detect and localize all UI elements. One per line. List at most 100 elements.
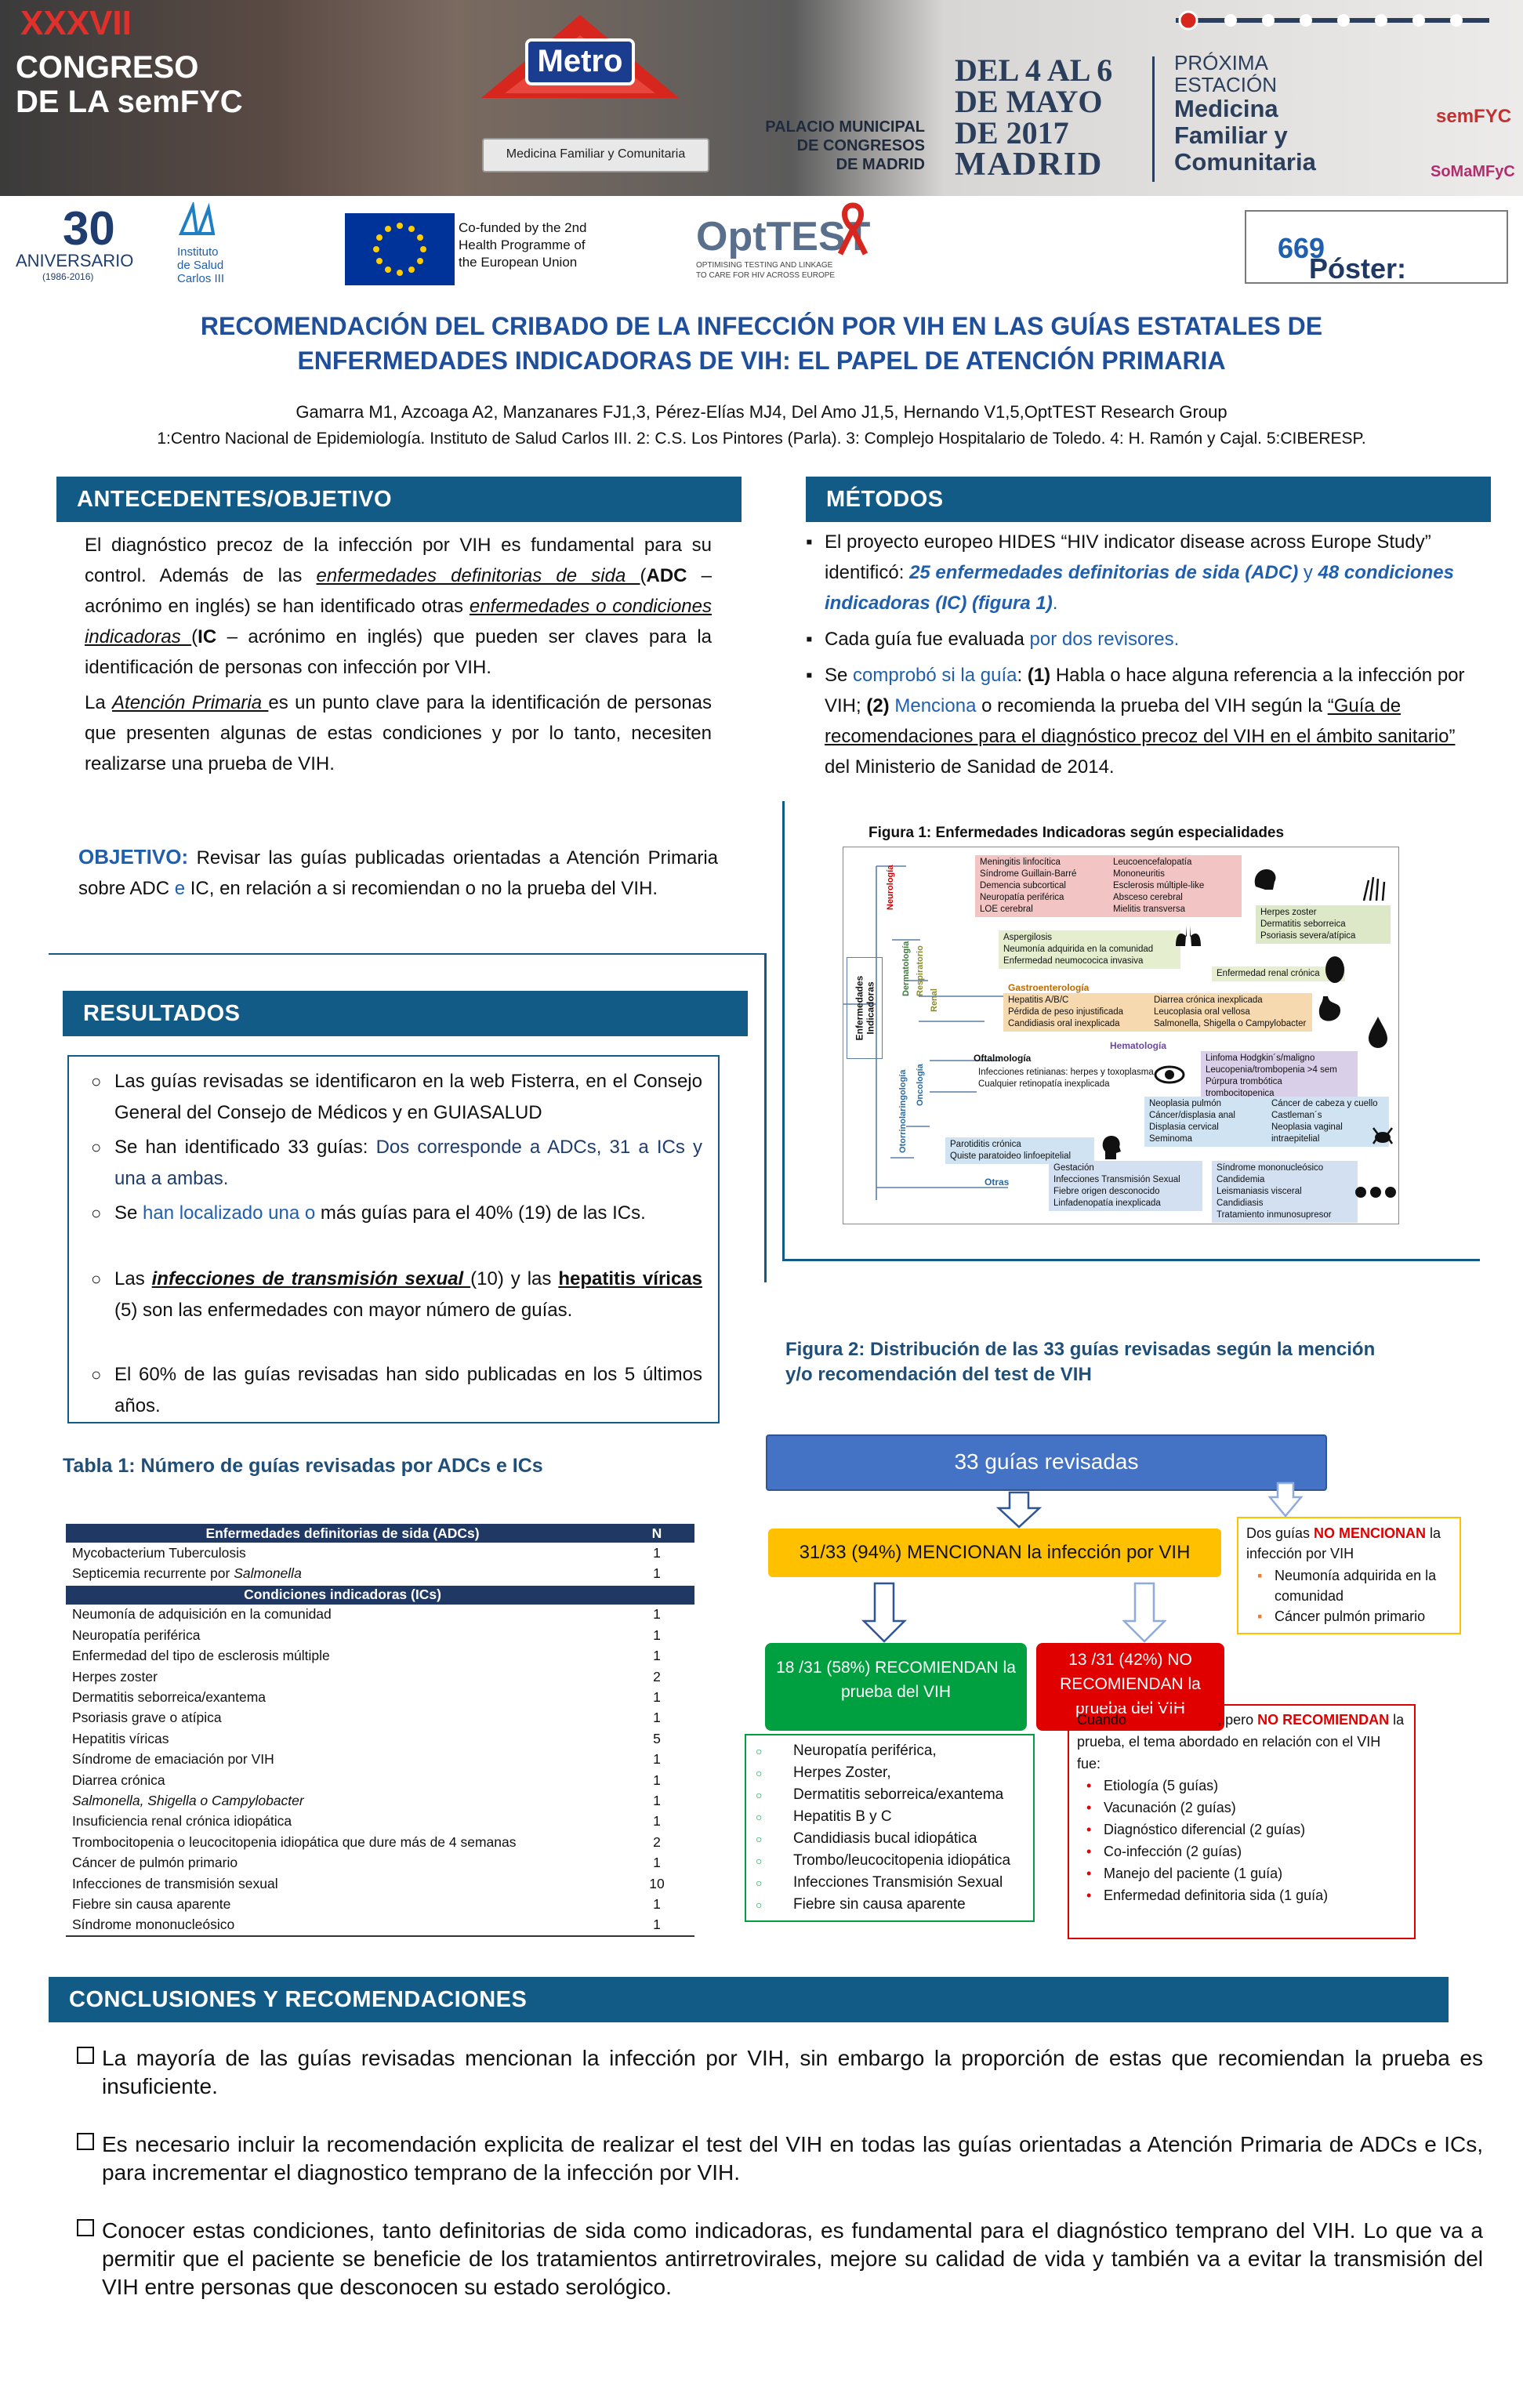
section-header-resultados: RESULTADOS (63, 991, 748, 1036)
metro-label: Metro (537, 44, 623, 78)
table-header-adc: Enfermedades definitorias de sida (ADCs)… (66, 1522, 694, 1543)
figure2-recomiendan-box: 18 /31 (58%) RECOMIENDAN la prueba del V… (765, 1643, 1027, 1731)
poster-number-box: Póster: 669 (1245, 210, 1508, 285)
metodo-item: ▪Se comprobó si la guía: (1) Habla o hac… (806, 665, 1465, 778)
frame-line-vertical (782, 801, 785, 1260)
figure2-recomiendan-list: ○Neuropatía periférica, ○Herpes Zoster, … (745, 1734, 1035, 1922)
resultado-item: ○Se han identificado 33 guías: Dos corre… (91, 1137, 702, 1189)
lungs-icon (1176, 926, 1201, 946)
head-icon (1102, 1136, 1121, 1159)
arrow-down-icon (1122, 1582, 1166, 1643)
oftal-list: Infecciones retinianas: herpes y toxopla… (978, 1068, 1154, 1089)
esp-renal: Renal (930, 988, 939, 1012)
esp-respiratorio: Respiratorio (916, 945, 925, 996)
esp-oftalmologia: Oftalmología (974, 1053, 1032, 1064)
esp-dermatologia: Dermatología (901, 941, 911, 996)
frame-line-vertical (764, 953, 767, 1282)
authors: Gamarra M1, Azcoaga A2, Manzanares FJ1,3… (296, 402, 1227, 422)
figure2-no-mencionan-box: Dos guías NO MENCIONAN la infección por … (1237, 1517, 1461, 1634)
congreso-line1: CONGRESO (16, 50, 199, 85)
resultado-item: ○El 60% de las guías revisadas han sido … (91, 1364, 702, 1416)
resultado-item: ○Las infecciones de transmisión sexual (… (91, 1268, 702, 1321)
brain-icon (1254, 869, 1276, 890)
objetivo-label: OBJETIVO: (78, 845, 189, 869)
figure2-no-recomiendan-box: 13 /31 (42%) NO RECOMIENDAN la prueba de… (1036, 1643, 1224, 1731)
poster-label: Póster: (1309, 252, 1407, 285)
figure1-caption: Figura 1: Enfermedades Indicadoras según… (868, 825, 1285, 841)
congreso-line2: DE LA semFYC (16, 85, 243, 119)
conclusion-item: Conocer estas condiciones, tanto definit… (77, 2217, 1483, 2301)
resultado-item: ○Las guías revisadas se identificaron en… (91, 1071, 702, 1123)
arrow-down-icon (861, 1582, 908, 1643)
figure2-mencionan-box: 31/33 (94%) MENCIONAN la infección por V… (768, 1529, 1221, 1577)
poster-number: 669 (1278, 232, 1325, 264)
poster-title: RECOMENDACIÓN DEL CRIBADO DE LA INFECCIÓ… (200, 312, 1323, 375)
isciii-icon (178, 200, 216, 235)
conclusion-item: La mayoría de las guías revisadas mencio… (77, 2044, 1483, 2101)
conclusion-item: Es necesario incluir la recomendación ex… (77, 2131, 1483, 2187)
figure2-total-box: 33 guías revisadas (766, 1434, 1327, 1491)
table-row: Enfermedad del tipo de esclerosis múltip… (72, 1648, 661, 1664)
red-ribbon-icon (837, 202, 868, 256)
arrow-down-icon (995, 1491, 1043, 1529)
crab-icon (1372, 1127, 1394, 1144)
frame-line (782, 1259, 1480, 1261)
resultado-item: ○Se han localizado una o más guías para … (91, 1202, 646, 1224)
checkbox-icon (77, 2047, 94, 2064)
figure2-caption: Figura 2: Distribución de las 33 guías r… (785, 1339, 1376, 1385)
hair-icon (1362, 876, 1386, 901)
affiliations: 1:Centro Nacional de Epidemiología. Inst… (157, 430, 1366, 448)
semfyc-logo: semFYC (1436, 106, 1512, 127)
metro-sign: Medicina Familiar y Comunitaria (482, 138, 709, 172)
more-dots-icon (1355, 1187, 1396, 1198)
metodo-item: ▪Cada guía fue evaluada por dos revisore… (806, 629, 1180, 650)
esp-orl: Otorrinolaringología (898, 1069, 908, 1153)
metro-logo-icon (481, 15, 679, 98)
somamfyc-logo: SoMaMFyC (1431, 163, 1515, 180)
antecedentes-text: El diagnóstico precoz de la infección po… (85, 535, 713, 774)
table-header-ic: Condiciones indicadoras (ICs) (66, 1583, 694, 1605)
station-line-icon (1176, 10, 1489, 31)
checkbox-icon (77, 2219, 94, 2236)
section-header-conclusiones: CONCLUSIONES Y RECOMENDACIONES (49, 1977, 1449, 2022)
figure2-no-recomiendan-list: Cuando MENCIONAN, pero NO RECOMIENDAN la… (1068, 1704, 1416, 1939)
ciudad: MADRID (955, 147, 1104, 183)
checkbox-icon (77, 2133, 94, 2150)
guias-table: Enfermedades definitorias de sida (ADCs)… (66, 1522, 694, 1938)
table-caption: Tabla 1: Número de guías revisadas por A… (63, 1455, 543, 1477)
esp-gastro: Gastroenterología (1008, 982, 1090, 993)
table-row: Trombocitopenia o leucocitopenia idiopát… (72, 1833, 661, 1850)
esp-otras: Otras (985, 1177, 1010, 1188)
header-divider (1152, 56, 1155, 182)
blood-drop-icon (1369, 1017, 1387, 1048)
